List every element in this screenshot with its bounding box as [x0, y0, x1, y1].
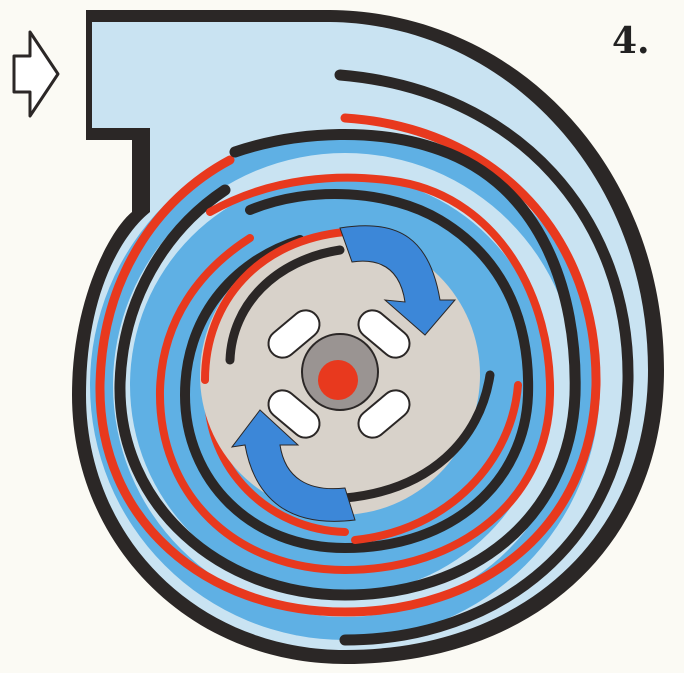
shaft	[318, 360, 358, 400]
inlet-arrow-icon	[14, 32, 58, 116]
step-number-label: 4.	[612, 20, 650, 62]
